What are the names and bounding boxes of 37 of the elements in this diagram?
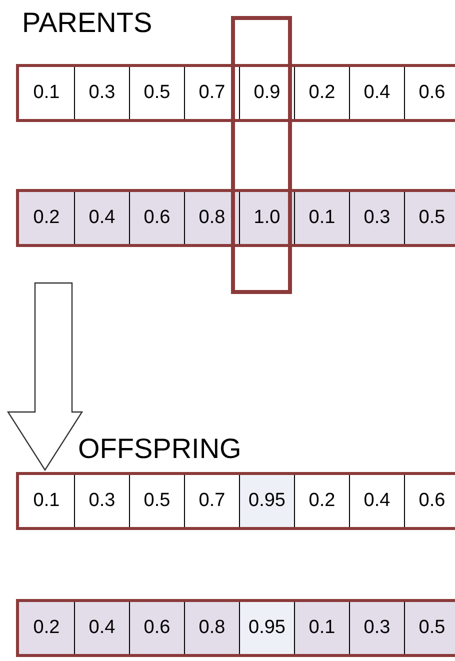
gene-value: 0.5 xyxy=(129,475,184,527)
gene-row xyxy=(16,189,455,247)
gene-value: 0.95 xyxy=(239,602,294,654)
gene-value: 0.3 xyxy=(74,67,129,119)
section-heading: PARENTS xyxy=(22,9,152,37)
gene-value: 0.5 xyxy=(129,67,184,119)
gene-value: 0.5 xyxy=(404,602,455,654)
gene-value: 0.1 xyxy=(294,192,349,244)
gene-value: 0.2 xyxy=(32,616,61,640)
gene-value: 0.6 xyxy=(129,192,184,244)
gene-value: 0.4 xyxy=(74,192,129,244)
gene-value: 0.7 xyxy=(184,67,239,119)
gene-value: 0.5 xyxy=(404,192,455,244)
gene-value: 0.3 xyxy=(349,602,404,654)
gene-value: 0.9 xyxy=(239,67,294,119)
gene-row xyxy=(16,64,455,122)
gene-row xyxy=(16,599,455,657)
gene-value: 0.2 xyxy=(32,206,61,230)
gene-value: 0.4 xyxy=(74,602,129,654)
gene-value: 0.4 xyxy=(349,475,404,527)
gene-value: 0.4 xyxy=(349,67,404,119)
gene-value: 0.95 xyxy=(239,475,294,527)
gene-value: 0.1 xyxy=(32,81,61,105)
gene-value: 0.3 xyxy=(349,192,404,244)
gene-value: 0.2 xyxy=(294,475,349,527)
section-heading: OFFSPRING xyxy=(78,435,242,463)
gene-value: 0.6 xyxy=(129,602,184,654)
gene-value: 0.6 xyxy=(404,67,455,119)
block-arrow xyxy=(6,282,84,472)
gene-value: 0.1 xyxy=(32,489,61,513)
gene-value: 1.0 xyxy=(239,192,294,244)
gene-row xyxy=(16,472,455,530)
gene-value: 0.8 xyxy=(184,192,239,244)
gene-value: 0.1 xyxy=(294,602,349,654)
gene-value: 0.2 xyxy=(294,67,349,119)
gene-value: 0.3 xyxy=(74,475,129,527)
gene-value: 0.6 xyxy=(404,475,455,527)
